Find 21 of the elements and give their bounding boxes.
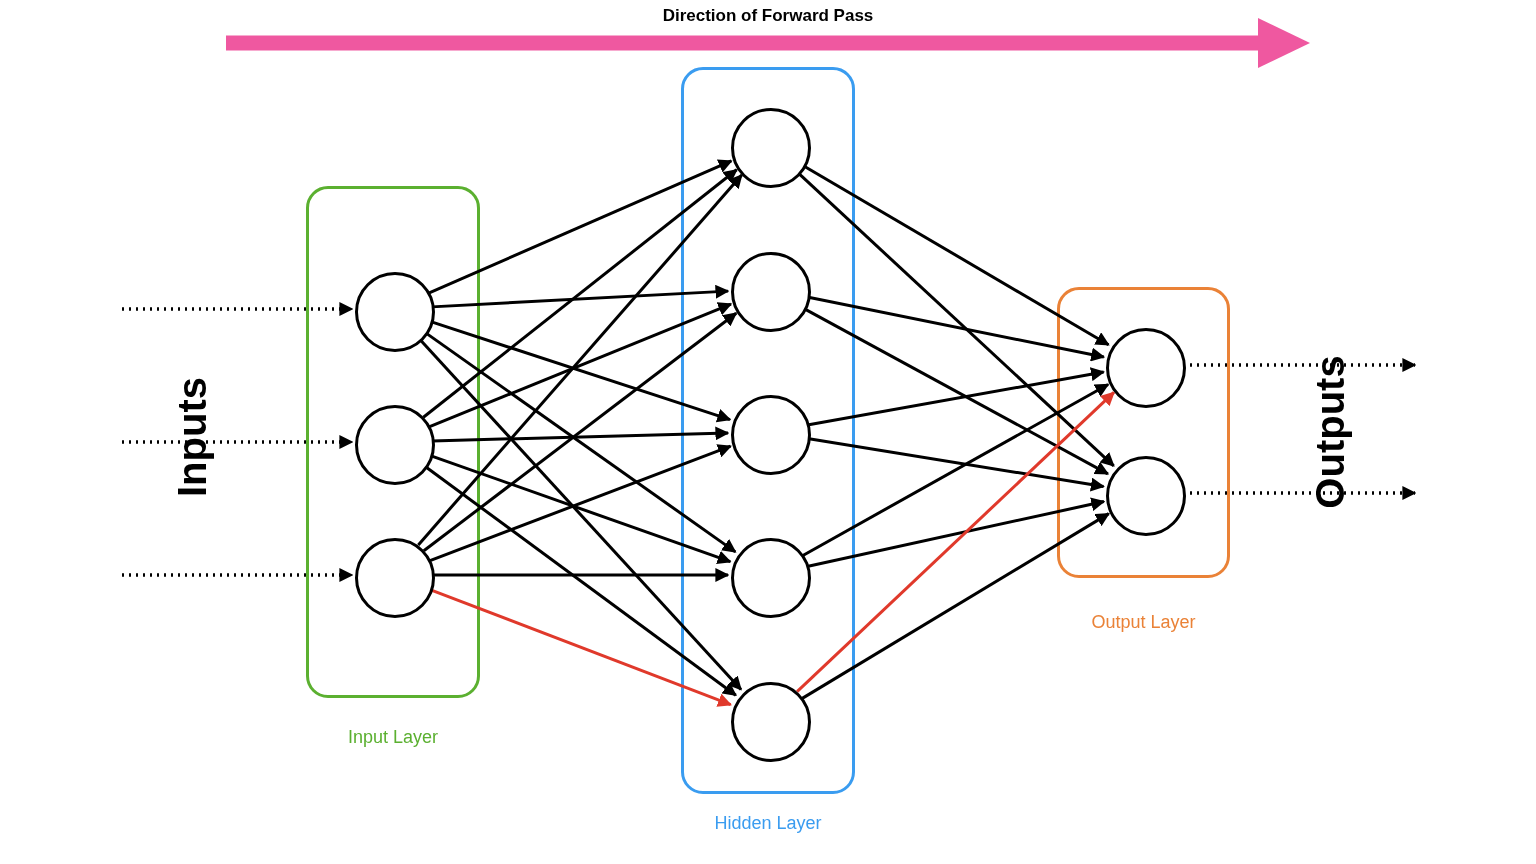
neuron-circle — [731, 682, 811, 762]
arrow-caption: Direction of Forward Pass — [662, 6, 874, 26]
arrow — [806, 497, 1106, 568]
layer-label: Hidden Layer — [713, 813, 823, 834]
arrow — [796, 391, 1115, 693]
side-label: Outputs — [1307, 355, 1353, 509]
side-label: Inputs — [169, 377, 215, 497]
dotted-arrow — [122, 568, 354, 582]
layer-label: Input Layer — [346, 727, 440, 748]
arrow — [807, 367, 1105, 427]
arrow — [417, 174, 743, 546]
neuron-circle — [731, 108, 811, 188]
layer-label: Output Layer — [1090, 612, 1197, 633]
arrow — [801, 512, 1110, 700]
arrow — [428, 159, 733, 295]
arrow — [432, 568, 730, 582]
arrow — [802, 383, 1110, 557]
dotted-arrow — [122, 302, 354, 316]
arrow — [422, 168, 738, 419]
arrow — [428, 302, 733, 429]
dotted-arrow — [122, 435, 354, 449]
